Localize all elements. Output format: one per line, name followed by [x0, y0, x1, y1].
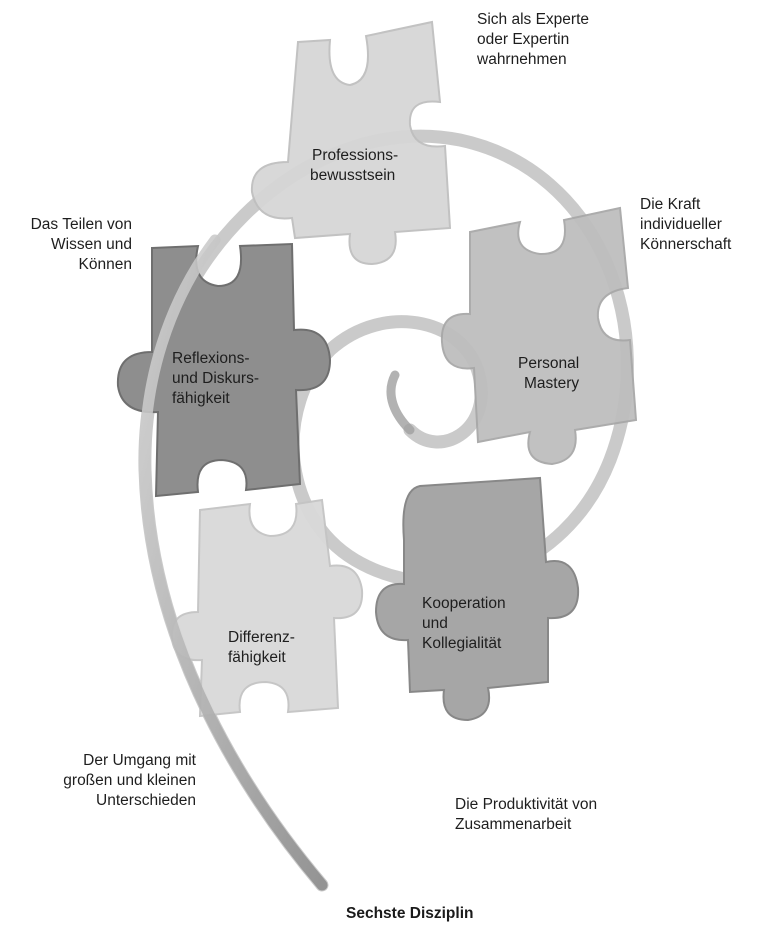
piece-label-professionsbewusstsein: Professions- bewusstsein: [310, 147, 402, 184]
annotation-differenz: Der Umgang mit großen und kleinen Unters…: [63, 752, 196, 809]
annotation-personal-mastery: Die Kraft individueller Könnerschaft: [640, 196, 732, 253]
piece-label-kooperation: Kooperation und Kollegialität: [422, 595, 510, 652]
spiral-front: [139, 234, 415, 891]
piece-label-personal-mastery: Personal Mastery: [518, 355, 584, 392]
puzzle-piece-personal-mastery: Personal Mastery: [440, 206, 638, 466]
diagram-title: Sechste Disziplin: [346, 905, 474, 922]
annotation-professionsbewusstsein: Sich als Experte oder Expertin wahrnehme…: [477, 11, 589, 68]
piece-label-reflexionsfaehigkeit: Reflexions- und Diskurs- fähigkeit: [172, 350, 263, 407]
annotation-kooperation: Die Produktivität von Zusammenarbeit: [455, 796, 598, 833]
piece-label-differenzfaehigkeit: Differenz- fähigkeit: [228, 629, 299, 666]
puzzle-piece-kooperation: Kooperation und Kollegialität: [374, 476, 580, 722]
puzzle-piece-professionsbewusstsein: Professions- bewusstsein: [250, 20, 452, 266]
annotation-reflexion: Das Teilen von Wissen und Können: [30, 216, 132, 273]
